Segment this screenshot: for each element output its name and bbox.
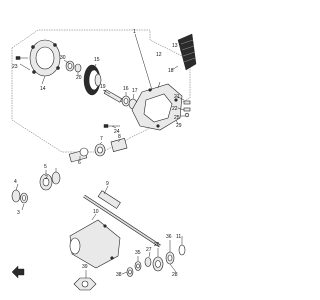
callout-21: 21 [174, 94, 180, 100]
snap-ring-lower [178, 244, 186, 256]
small-bearing-upper [65, 60, 82, 73]
callout-38: 38 [116, 272, 122, 278]
final-gear-case [131, 83, 183, 131]
callout-24: 24 [114, 129, 120, 135]
callout-27: 27 [146, 247, 152, 253]
callout-2: 2 [45, 175, 48, 181]
callout-9: 9 [106, 181, 109, 187]
callout-19: 19 [100, 84, 106, 90]
propeller-shaft [83, 190, 161, 248]
lock-nut [73, 277, 97, 291]
drain-bolt [103, 124, 120, 128]
callout-18: 18 [168, 68, 174, 74]
seal-lower [165, 251, 175, 265]
cover-bolt [15, 56, 28, 60]
spline-shaft-small [103, 89, 123, 103]
bushing-left [20, 192, 28, 204]
washer-set [126, 257, 152, 277]
callout-26: 26 [154, 242, 160, 248]
callout-36: 36 [166, 234, 172, 240]
callout-6: 6 [78, 160, 81, 166]
callout-4: 4 [14, 179, 17, 185]
callout-20: 20 [76, 75, 82, 81]
universal-joint-yoke [68, 147, 89, 163]
callout-22: 22 [172, 106, 178, 112]
callout-5: 5 [44, 164, 47, 170]
cushion-sleeve [94, 143, 106, 157]
callout-25: 25 [174, 115, 180, 121]
callout-numbers: 1 2 3 4 5 6 7 8 9 10 11 12 13 14 15 16 1… [12, 29, 182, 278]
callout-7: 7 [100, 136, 103, 142]
breather-parts [183, 100, 191, 118]
callout-11: 11 [176, 234, 181, 240]
callout-16: 16 [123, 86, 129, 92]
callout-17: 17 [132, 88, 138, 94]
callout-23: 23 [12, 64, 18, 70]
bearing-pair [121, 95, 138, 110]
callout-1: 1 [133, 29, 136, 35]
callout-10: 10 [93, 209, 99, 215]
leader-lines [15, 33, 185, 278]
callout-3: 3 [17, 210, 20, 216]
callout-13: 13 [172, 43, 178, 49]
drive-shaft-housing [69, 219, 121, 269]
callout-28: 28 [172, 272, 178, 278]
coupling-gear [110, 137, 128, 153]
rear-cover-plate [29, 39, 61, 77]
bearing-middle-left [39, 171, 61, 191]
callout-29: 29 [176, 123, 182, 129]
callout-35: 35 [135, 250, 141, 256]
oil-seal-left [11, 189, 21, 203]
rubber-boot [177, 33, 197, 71]
callout-30: 30 [60, 55, 66, 61]
ring-gear [83, 64, 102, 96]
callout-15: 15 [94, 57, 100, 63]
exploded-parts-diagram: 1 2 3 4 5 6 7 8 9 10 11 12 13 14 15 16 1… [11, 29, 197, 291]
callout-8: 8 [118, 134, 121, 140]
callout-14: 14 [40, 86, 46, 92]
callout-39: 39 [82, 264, 88, 270]
front-arrow-icon [11, 265, 25, 279]
bearing-lower [152, 256, 164, 272]
callout-12: 12 [156, 52, 162, 58]
